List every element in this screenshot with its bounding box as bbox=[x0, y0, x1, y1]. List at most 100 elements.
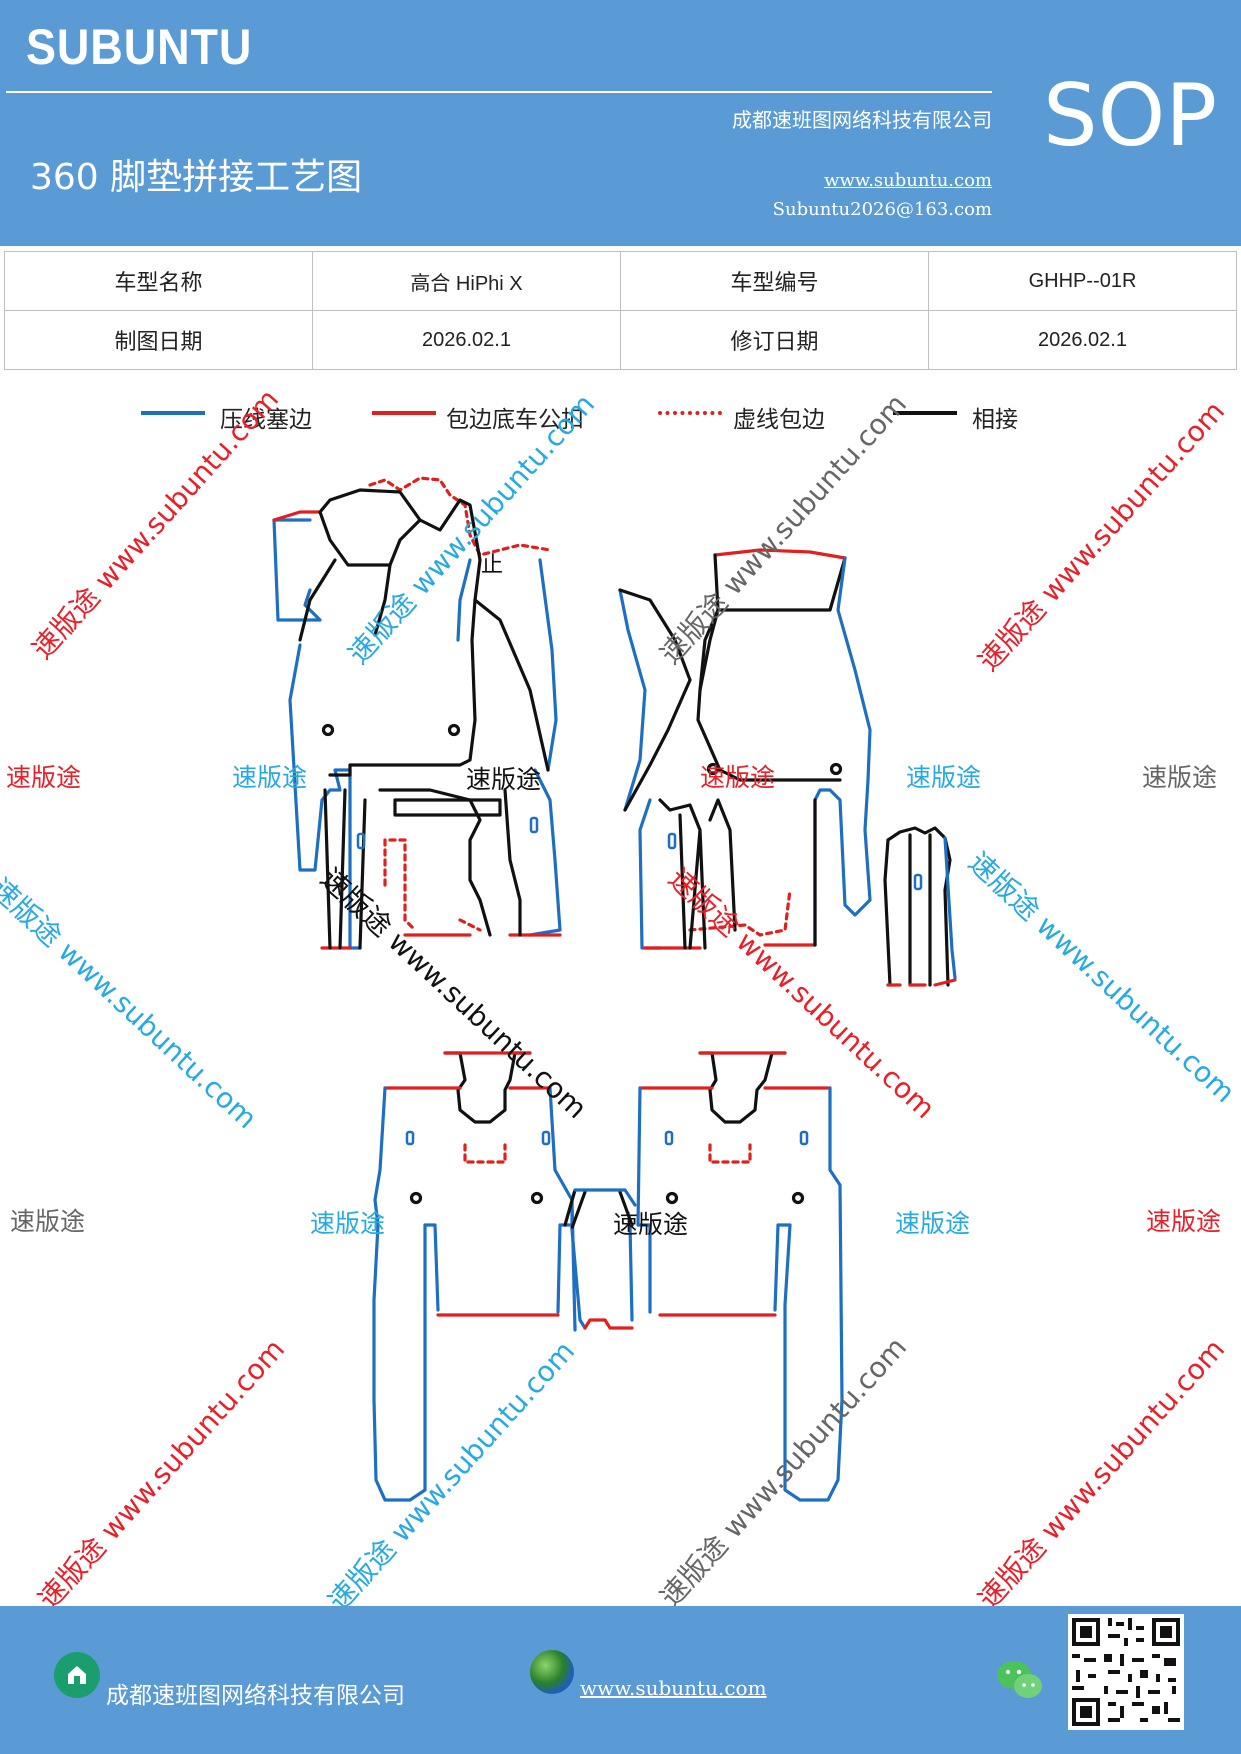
mat-joint-black bbox=[658, 798, 707, 950]
mat-joint-black bbox=[393, 798, 502, 817]
table-row: 车型名称 高合 HiPhi X 车型编号 GHHP--01R bbox=[4, 251, 1237, 311]
watermark-text: 速版途 bbox=[700, 763, 776, 792]
mat-outline-blue bbox=[943, 836, 957, 980]
mat-outline-red bbox=[272, 510, 322, 522]
sop-badge: SOP bbox=[1043, 66, 1218, 166]
rear-left-mat bbox=[372, 1051, 577, 1502]
center-tunnel-piece bbox=[563, 1188, 637, 1330]
mat-outline-red-dotted bbox=[463, 1143, 507, 1164]
mat-slot bbox=[667, 832, 677, 850]
mat-slot bbox=[664, 1130, 674, 1146]
mat-outline-red-dotted bbox=[708, 1143, 752, 1164]
rear-right-mat bbox=[636, 1051, 844, 1502]
mat-outline-blue bbox=[636, 1086, 844, 1502]
front-left-mat: 止 bbox=[272, 476, 562, 950]
watermark-text: 速版途 bbox=[232, 763, 308, 792]
legend-swatch-blue bbox=[141, 411, 205, 415]
draw-date-label: 制图日期 bbox=[4, 310, 313, 370]
mat-slot bbox=[541, 1130, 551, 1146]
watermark-text: 速版途 bbox=[1142, 763, 1218, 792]
header-company-name: 成都速班图网络科技有限公司 bbox=[732, 108, 992, 132]
header-email[interactable]: Subuntu2026@163.com bbox=[772, 199, 992, 220]
header-divider bbox=[6, 91, 992, 93]
mat-outline-red bbox=[638, 1051, 832, 1090]
page-title: 360 脚垫拼接工艺图 bbox=[30, 157, 363, 198]
mat-slot bbox=[356, 832, 366, 850]
model-code-label: 车型编号 bbox=[620, 251, 929, 311]
model-name-label: 车型名称 bbox=[4, 251, 313, 311]
model-name-value: 高合 HiPhi X bbox=[312, 251, 621, 311]
table-row: 制图日期 2026.02.1 修订日期 2026.02.1 bbox=[4, 310, 1237, 370]
watermark-text: 速版途 bbox=[613, 1210, 689, 1239]
vehicle-info-table: 车型名称 高合 HiPhi X 车型编号 GHHP--01R 制图日期 2026… bbox=[4, 251, 1237, 370]
mat-slot bbox=[529, 816, 539, 834]
legend-label: 相接 bbox=[972, 407, 1018, 433]
mat-joint-black bbox=[883, 826, 952, 987]
mat-hole bbox=[409, 1191, 423, 1205]
mat-joint-black bbox=[713, 553, 847, 612]
mat-outline-blue bbox=[528, 768, 562, 937]
mat-joint-black bbox=[503, 788, 522, 937]
front-right-mat bbox=[618, 548, 872, 950]
watermark-text: 速版途 bbox=[310, 1209, 386, 1238]
legend-swatch-red bbox=[372, 411, 436, 415]
header-banner: SUBUNTU 360 脚垫拼接工艺图 成都速班图网络科技有限公司 www.su… bbox=[0, 0, 1241, 246]
wechat-icon[interactable] bbox=[996, 1658, 1044, 1702]
mat-joint-black bbox=[708, 798, 817, 947]
mat-hole bbox=[665, 1191, 679, 1205]
qr-code bbox=[1068, 1614, 1184, 1730]
footer-website-link[interactable]: www.subuntu.com bbox=[580, 1676, 767, 1700]
brand-logo-text: SUBUNTU bbox=[26, 19, 253, 75]
home-icon-glyph bbox=[68, 1666, 86, 1684]
model-code-value: GHHP--01R bbox=[928, 251, 1237, 311]
mat-joint-black bbox=[563, 1188, 634, 1230]
header-website-link[interactable]: www.subuntu.com bbox=[824, 170, 992, 191]
mat-outline-red bbox=[320, 933, 562, 950]
legend-swatch-red-dotted bbox=[658, 411, 722, 415]
mat-joint-black bbox=[323, 788, 492, 950]
mat-outline-red bbox=[886, 978, 957, 987]
mat-outline-blue bbox=[570, 1188, 637, 1330]
mat-outline-red-dotted bbox=[383, 838, 482, 932]
mat-outline-red bbox=[583, 1318, 634, 1330]
mat-hole bbox=[706, 762, 720, 776]
home-icon bbox=[54, 1652, 100, 1698]
watermark-text: 速版途 bbox=[906, 763, 982, 792]
mat-outline-red bbox=[713, 548, 847, 560]
mat-joint-black bbox=[698, 1051, 787, 1124]
mat-outline-blue bbox=[372, 1086, 440, 1502]
mat-outline-blue bbox=[288, 643, 362, 950]
mat-hole bbox=[791, 1191, 805, 1205]
mat-hole bbox=[530, 1191, 544, 1205]
watermark-text: 速版途 bbox=[1146, 1207, 1222, 1236]
watermark-text: 速版途 bbox=[6, 763, 82, 792]
mat-joint-black bbox=[623, 608, 720, 812]
mat-hole bbox=[447, 723, 461, 737]
revise-date-value: 2026.02.1 bbox=[928, 310, 1237, 370]
mat-hole bbox=[321, 723, 335, 737]
mat-joint-black bbox=[318, 488, 482, 777]
mat-hole bbox=[829, 762, 843, 776]
mat-slot bbox=[913, 873, 923, 891]
mat-slot bbox=[405, 1130, 415, 1146]
revise-date-label: 修订日期 bbox=[620, 310, 929, 370]
mat-slot bbox=[799, 1130, 809, 1146]
legend-label: 压线塞边 bbox=[220, 407, 312, 433]
draw-date-value: 2026.02.1 bbox=[312, 310, 621, 370]
mat-joint-black bbox=[618, 588, 842, 782]
footer-banner: 成都速班图网络科技有限公司 www.subuntu.com bbox=[0, 1606, 1241, 1754]
legend-label: 虚线包边 bbox=[733, 407, 825, 433]
floor-mat-diagram: 止 bbox=[272, 476, 957, 1502]
mat-joint-black bbox=[298, 558, 550, 772]
side-strip-piece bbox=[883, 826, 957, 987]
footer-company-name: 成都速班图网络科技有限公司 bbox=[106, 1683, 405, 1709]
mat-outline-red-dotted bbox=[688, 888, 792, 937]
mat-outline-blue bbox=[456, 558, 558, 772]
stop-marker: 止 bbox=[481, 553, 503, 578]
mat-outline-red bbox=[383, 1051, 552, 1090]
mat-outline-red-dotted bbox=[368, 476, 552, 557]
mat-joint-black bbox=[443, 1051, 532, 1124]
globe-icon bbox=[530, 1650, 574, 1694]
watermark-text: 速版途 bbox=[895, 1209, 971, 1238]
legend: 压线塞边 包边底车公扣 虚线包边 相接 bbox=[0, 400, 1241, 440]
